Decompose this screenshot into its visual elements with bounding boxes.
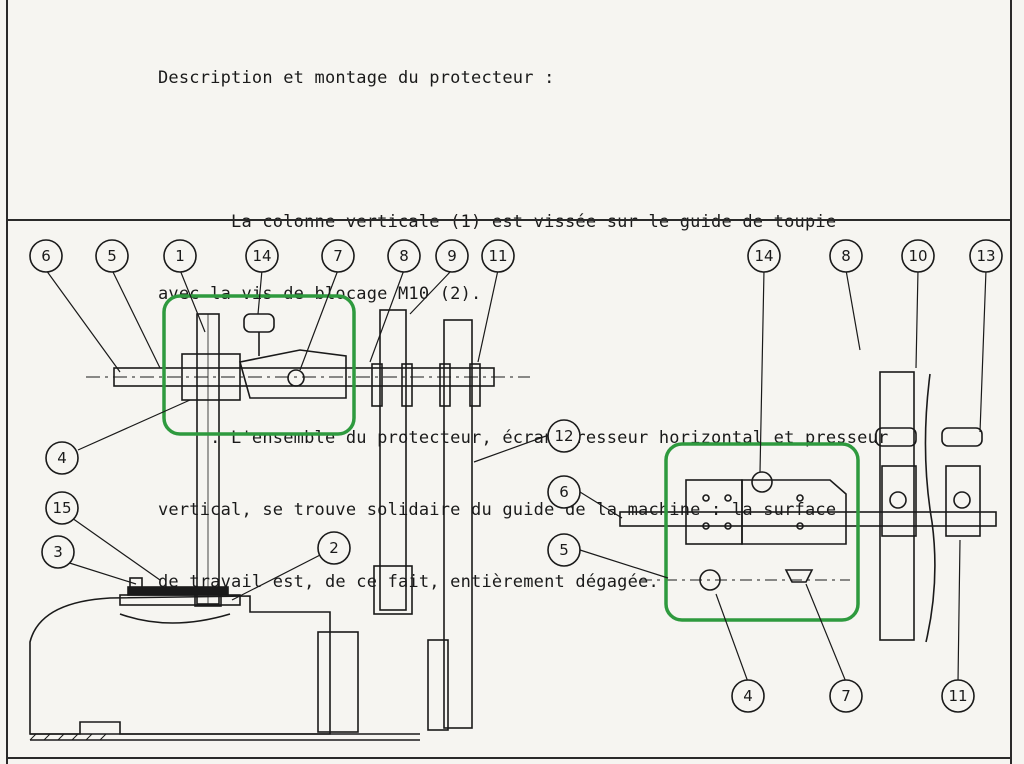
bar-collar-1 bbox=[371, 363, 383, 407]
right-callout-13: 13 bbox=[969, 239, 1003, 273]
knob-right bbox=[784, 569, 814, 583]
svg-text:3: 3 bbox=[53, 543, 63, 561]
svg-text:4: 4 bbox=[57, 449, 67, 467]
left-callout-14: 14 bbox=[245, 239, 279, 273]
table-cutout bbox=[119, 613, 231, 624]
set-screw bbox=[129, 577, 143, 589]
leader-lines-left bbox=[45, 269, 547, 601]
spacer bbox=[158, 138, 1008, 162]
svg-text:12: 12 bbox=[554, 427, 573, 445]
svg-text:9: 9 bbox=[447, 247, 457, 265]
paragraph1-line1: La colonne verticale (1) est vissée sur … bbox=[158, 212, 837, 232]
left-callout-5: 5 bbox=[95, 239, 129, 273]
left-callout-1: 1 bbox=[163, 239, 197, 273]
left-callout-2: 2 bbox=[317, 531, 351, 565]
floor-hatch bbox=[29, 733, 107, 741]
clamp-body bbox=[238, 349, 347, 399]
left-callout-4: 4 bbox=[45, 441, 79, 475]
bottom-rule bbox=[6, 757, 1012, 759]
vertical-post bbox=[443, 319, 473, 729]
knob bbox=[243, 313, 275, 333]
svg-text:4: 4 bbox=[743, 687, 753, 705]
collar-right-1 bbox=[881, 465, 917, 537]
left-callout-12: 12 bbox=[547, 419, 581, 453]
svg-text:8: 8 bbox=[841, 247, 851, 265]
guide-plate bbox=[127, 586, 229, 596]
left-callout-3: 3 bbox=[41, 535, 75, 569]
svg-text:15: 15 bbox=[52, 499, 71, 517]
right-callout-7: 7 bbox=[829, 679, 863, 713]
pivot bbox=[751, 471, 773, 493]
left-callout-11: 11 bbox=[481, 239, 515, 273]
locking-screw-m10 bbox=[194, 591, 222, 607]
highlight-box-left bbox=[162, 294, 356, 436]
svg-text:1: 1 bbox=[175, 247, 185, 265]
bar-collar-2 bbox=[401, 363, 413, 407]
svg-text:11: 11 bbox=[488, 247, 507, 265]
horizontal-bar-right bbox=[619, 511, 997, 527]
svg-text:7: 7 bbox=[333, 247, 343, 265]
right-callout-5: 5 bbox=[547, 533, 581, 567]
left-callout-15: 15 bbox=[45, 491, 79, 525]
svg-text:5: 5 bbox=[559, 541, 569, 559]
table-fence bbox=[317, 631, 359, 733]
post-base-left bbox=[427, 639, 449, 731]
svg-text:10: 10 bbox=[908, 247, 927, 265]
bar-collar-3 bbox=[439, 363, 451, 407]
svg-text:2: 2 bbox=[329, 539, 339, 557]
knob-top-2 bbox=[941, 427, 983, 447]
page-frame-right bbox=[1010, 0, 1012, 764]
paragraph2-line2: vertical, se trouve solidaire du guide d… bbox=[158, 500, 837, 520]
left-callout-8: 8 bbox=[387, 239, 421, 273]
left-view bbox=[29, 269, 547, 741]
machine-table bbox=[29, 595, 331, 735]
rivet bbox=[702, 522, 710, 530]
clamp-block bbox=[181, 353, 241, 401]
right-callout-6: 6 bbox=[547, 475, 581, 509]
right-callout-4: 4 bbox=[731, 679, 765, 713]
bar-collar-4 bbox=[469, 363, 481, 407]
svg-text:7: 7 bbox=[841, 687, 851, 705]
vertical-presser-rod bbox=[379, 309, 407, 611]
left-callout-6: 6 bbox=[29, 239, 63, 273]
right-callout-10: 10 bbox=[901, 239, 935, 273]
page-frame-left bbox=[6, 0, 8, 764]
svg-text:11: 11 bbox=[948, 687, 967, 705]
svg-text:6: 6 bbox=[41, 247, 51, 265]
highlight-box-right bbox=[664, 442, 860, 622]
svg-text:13: 13 bbox=[976, 247, 995, 265]
collar-nut-1 bbox=[889, 491, 907, 509]
svg-text:8: 8 bbox=[399, 247, 409, 265]
collar-right-2 bbox=[945, 465, 981, 537]
svg-text:14: 14 bbox=[754, 247, 773, 265]
clamp-nut bbox=[287, 369, 305, 387]
svg-text:14: 14 bbox=[252, 247, 271, 265]
right-view bbox=[579, 269, 997, 683]
curved-line bbox=[924, 373, 936, 643]
left-callout-7: 7 bbox=[321, 239, 355, 273]
svg-text:5: 5 bbox=[107, 247, 117, 265]
presser-foot bbox=[373, 565, 413, 615]
svg-text:6: 6 bbox=[559, 483, 569, 501]
right-callout-11: 11 bbox=[941, 679, 975, 713]
heading: Description et montage du protecteur : bbox=[158, 68, 555, 88]
vertical-rod-10 bbox=[879, 371, 915, 641]
collar-nut-2 bbox=[953, 491, 971, 509]
rivet bbox=[796, 522, 804, 530]
right-callout-8: 8 bbox=[829, 239, 863, 273]
rivet bbox=[702, 494, 710, 502]
rivet bbox=[796, 494, 804, 502]
knob-top-1 bbox=[875, 427, 917, 447]
rivet bbox=[724, 494, 732, 502]
guide-base bbox=[119, 594, 241, 606]
leader-lines-right bbox=[579, 269, 987, 683]
clamp-body-right bbox=[741, 479, 847, 545]
left-callout-9: 9 bbox=[435, 239, 469, 273]
section-divider bbox=[6, 219, 1012, 221]
right-callout-14: 14 bbox=[747, 239, 781, 273]
rivet bbox=[724, 522, 732, 530]
